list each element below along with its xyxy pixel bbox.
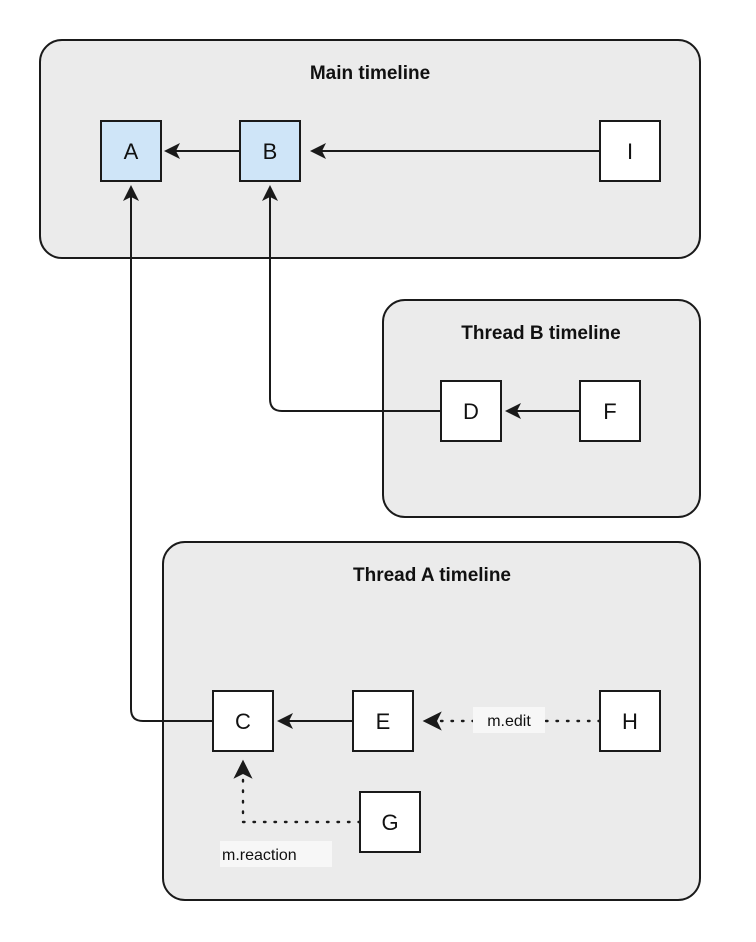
node-h-label: H — [622, 709, 638, 734]
node-h[interactable]: H — [599, 690, 661, 752]
node-i-box[interactable] — [599, 120, 661, 182]
edge-label-m-edit-bg — [473, 707, 545, 733]
node-i[interactable]: I — [599, 120, 661, 182]
edge-label-m-reaction-bg — [220, 841, 332, 867]
node-i-label: I — [627, 139, 633, 164]
node-d[interactable]: D — [440, 380, 502, 442]
node-e-box[interactable] — [352, 690, 414, 752]
node-d-box[interactable] — [440, 380, 502, 442]
node-f-box[interactable] — [579, 380, 641, 442]
node-e-label: E — [376, 709, 391, 734]
node-e[interactable]: E — [352, 690, 414, 752]
node-b[interactable]: B — [239, 120, 301, 182]
edge-d-to-b — [262, 185, 441, 412]
group-main-timeline-box — [39, 39, 701, 259]
edge-label-m-edit: m.edit — [487, 713, 531, 730]
node-c-label: C — [235, 709, 251, 734]
edge-c-to-a — [123, 185, 213, 722]
node-a[interactable]: A — [100, 120, 162, 182]
node-c-box[interactable] — [212, 690, 274, 752]
node-h-box[interactable] — [599, 690, 661, 752]
node-g[interactable]: G — [359, 791, 421, 853]
node-a-label: A — [124, 139, 139, 164]
node-c[interactable]: C — [212, 690, 274, 752]
group-thread-b-timeline-title: Thread B timeline — [461, 323, 620, 344]
node-b-label: B — [263, 139, 278, 164]
node-f-label: F — [603, 399, 616, 424]
node-a-box[interactable] — [100, 120, 162, 182]
group-main-timeline-title: Main timeline — [310, 63, 430, 84]
edge-label-m-reaction: m.reaction — [222, 847, 297, 864]
node-b-box[interactable] — [239, 120, 301, 182]
group-main-timeline: Main timeline — [39, 39, 701, 259]
edge-g-to-c — [233, 759, 362, 824]
node-f[interactable]: F — [579, 380, 641, 442]
node-g-box[interactable] — [359, 791, 421, 853]
group-thread-a-timeline-title: Thread A timeline — [353, 565, 511, 586]
node-d-label: D — [463, 399, 479, 424]
group-thread-b-timeline: Thread B timeline — [382, 299, 701, 518]
node-g-label: G — [381, 810, 398, 835]
group-thread-b-timeline-box — [382, 299, 701, 518]
